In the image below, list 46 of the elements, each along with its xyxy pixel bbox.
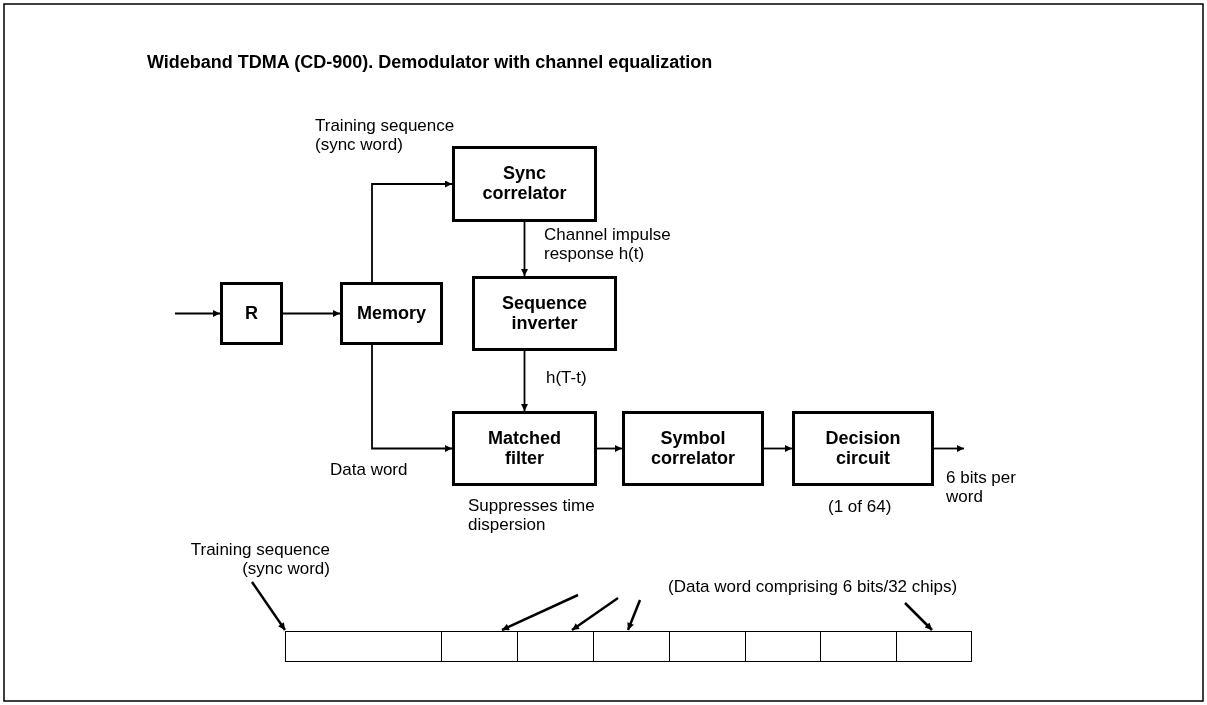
arrow — [174, 310, 221, 317]
arrow — [371, 344, 453, 452]
leader-arrow — [904, 602, 933, 631]
box-label: Symbol correlator — [649, 428, 736, 469]
edge-label: Data word — [330, 461, 409, 480]
frame-cell — [820, 631, 897, 662]
box-label: Memory — [356, 303, 427, 324]
box-label: Sequence inverter — [500, 293, 588, 334]
box-label: Sync correlator — [481, 164, 568, 204]
annotation-text: Training sequence (sync word) — [170, 541, 330, 579]
frame-cell — [517, 631, 594, 662]
edge-label: Channel impulse response h(t) — [544, 226, 672, 264]
box-label: R — [244, 303, 259, 324]
diagram-title: Wideband TDMA (CD-900). Demodulator with channel equalization — [147, 52, 713, 73]
frame-cell — [441, 631, 518, 662]
process-box — [792, 411, 934, 486]
process-box — [452, 411, 597, 486]
process-box — [340, 282, 443, 345]
leader-arrow — [626, 599, 642, 631]
arrow — [596, 445, 623, 452]
arrow — [371, 180, 453, 283]
leader-arrow — [571, 596, 619, 632]
frame-cell — [745, 631, 821, 662]
arrow — [521, 350, 528, 412]
box-label: Matched filter — [487, 428, 562, 469]
frame-cell — [669, 631, 746, 662]
arrow — [282, 310, 341, 317]
edge-label: 6 bits per word — [946, 469, 1017, 507]
box-label: Decision circuit — [824, 428, 902, 469]
edge-label: Training sequence (sync word) — [315, 117, 456, 155]
arrow — [763, 445, 793, 452]
process-box — [622, 411, 764, 486]
note-text: (1 of 64) — [828, 498, 893, 517]
process-box — [472, 276, 617, 351]
note-text: Suppresses time dispersion — [468, 497, 596, 535]
frame-cell — [593, 631, 670, 662]
frame-cell — [896, 631, 972, 662]
leader-arrow — [250, 581, 287, 631]
leader-arrow — [501, 593, 579, 632]
arrow — [933, 445, 965, 452]
edge-label: h(T-t) — [546, 369, 588, 388]
annotation-text: (Data word comprising 6 bits/32 chips) — [668, 578, 1108, 597]
frame-cell — [285, 631, 442, 662]
process-box — [220, 282, 283, 345]
process-box — [452, 146, 597, 222]
arrow — [521, 221, 528, 277]
